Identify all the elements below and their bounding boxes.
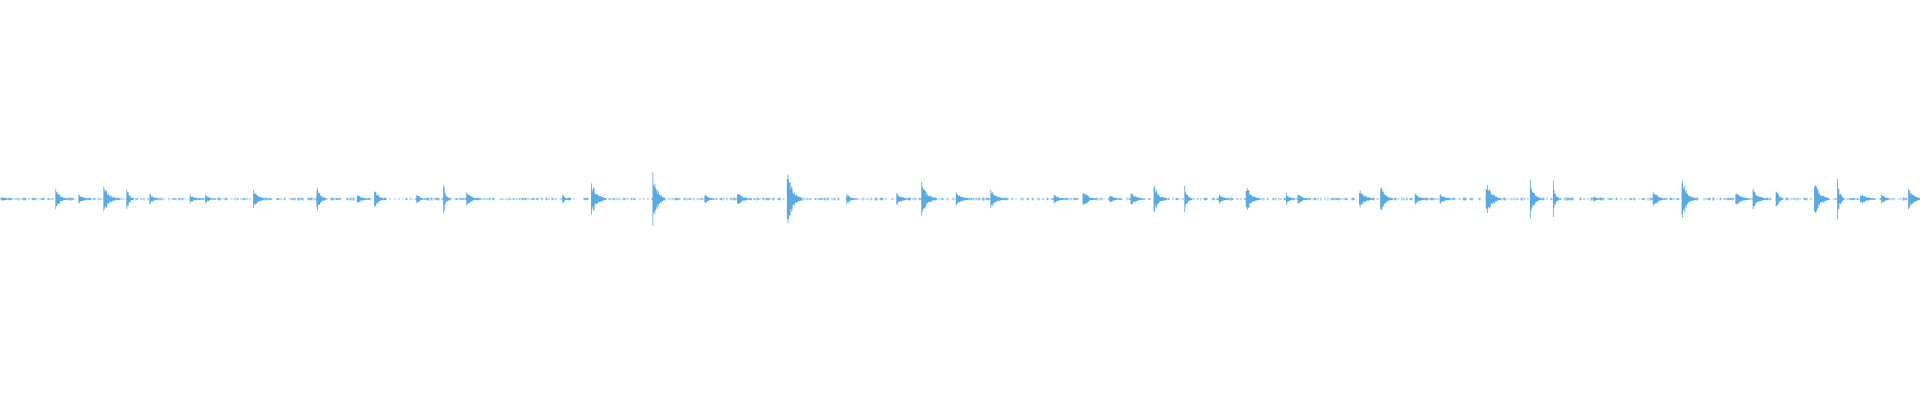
waveform-burst bbox=[1380, 187, 1393, 211]
waveform-burst bbox=[416, 194, 425, 204]
waveform-burst bbox=[1593, 196, 1604, 202]
waveform-burst bbox=[591, 183, 607, 215]
waveform-burst bbox=[189, 194, 205, 204]
waveform-burst bbox=[1109, 195, 1123, 203]
waveform-burst bbox=[1286, 193, 1296, 205]
waveform-burst bbox=[1439, 194, 1456, 204]
waveform-burst bbox=[1130, 193, 1146, 205]
waveform-burst bbox=[1529, 179, 1541, 219]
waveform-burst bbox=[55, 188, 70, 210]
waveform-burst bbox=[1775, 191, 1784, 207]
waveform-burst bbox=[1082, 192, 1098, 206]
waveform-burst bbox=[1908, 188, 1920, 210]
waveform-burst bbox=[896, 193, 912, 205]
waveform-burst bbox=[846, 193, 856, 205]
waveform-burst bbox=[316, 187, 327, 211]
waveform-burst bbox=[562, 194, 572, 204]
waveform-burst bbox=[652, 172, 666, 226]
waveform-burst bbox=[205, 194, 217, 204]
waveform-burst bbox=[955, 192, 973, 206]
waveform-burst bbox=[78, 194, 92, 204]
waveform-burst bbox=[1153, 185, 1167, 213]
waveform-burst bbox=[704, 195, 715, 203]
waveform-burst bbox=[1860, 194, 1876, 204]
waveform-burst bbox=[990, 189, 1006, 209]
waveform-burst bbox=[1297, 194, 1311, 204]
waveform-burst bbox=[1552, 181, 1560, 217]
waveform-burst bbox=[1245, 188, 1261, 210]
waveform-burst bbox=[1735, 193, 1751, 205]
waveform-burst bbox=[1881, 194, 1890, 204]
waveform-burst bbox=[356, 195, 371, 203]
waveform-burst bbox=[1184, 185, 1193, 213]
waveform-burst bbox=[1053, 194, 1069, 204]
waveform-burst bbox=[1359, 190, 1374, 208]
waveform-burst bbox=[103, 186, 119, 212]
waveform-burst bbox=[253, 190, 268, 208]
waveform-burst bbox=[1485, 185, 1502, 213]
waveform-burst bbox=[1837, 178, 1845, 220]
waveform-burst bbox=[1752, 189, 1769, 209]
waveform-burst bbox=[149, 193, 160, 205]
waveform-burst bbox=[1, 197, 13, 201]
waveform-burst bbox=[1218, 194, 1231, 204]
waveform-burst bbox=[1652, 191, 1668, 207]
waveform-burst bbox=[374, 191, 387, 207]
waveform-burst bbox=[736, 194, 752, 204]
waveform-burst bbox=[786, 174, 802, 224]
waveform-burst bbox=[1681, 180, 1695, 218]
waveform-burst bbox=[1814, 184, 1830, 214]
waveform-burst bbox=[126, 189, 135, 209]
waveform-burst bbox=[466, 192, 479, 206]
waveform-burst bbox=[1414, 193, 1429, 205]
waveform-burst bbox=[921, 182, 938, 216]
waveform-trace bbox=[0, 172, 1920, 226]
waveform-burst bbox=[443, 185, 451, 213]
